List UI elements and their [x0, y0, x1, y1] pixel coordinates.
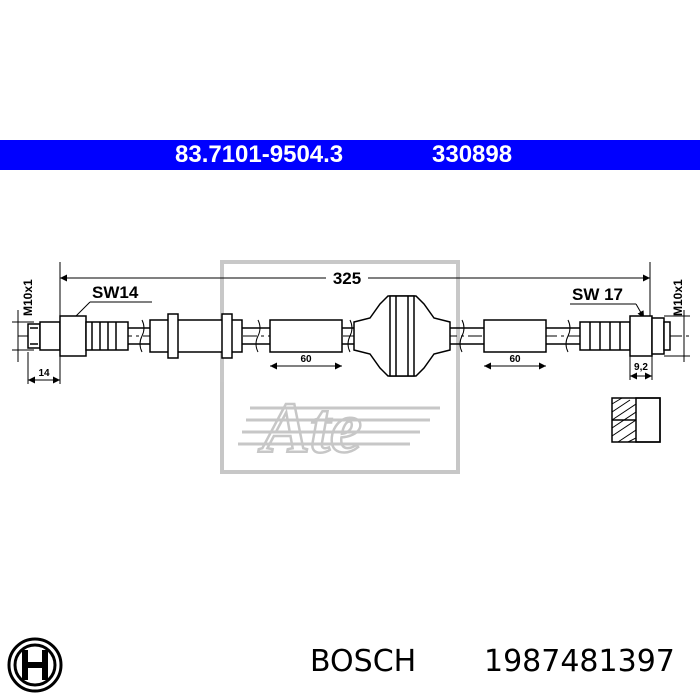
right-segment-label: 60 — [509, 354, 521, 365]
left-thread-label: M10x1 — [21, 279, 35, 316]
ref-number: 330898 — [432, 141, 513, 168]
right-thread-label: M10x1 — [671, 279, 685, 316]
part-number: 83.7101-9504.3 — [175, 141, 344, 168]
bosch-logo-icon — [7, 637, 63, 693]
left-segment-label: 60 — [300, 354, 312, 365]
left-end-dim: 14 — [27, 352, 61, 384]
footer-code: 1987481397 — [484, 644, 675, 679]
footer-brand: BOSCH — [310, 644, 417, 679]
right-end-length-label: 9,2 — [634, 362, 648, 373]
left-wrench-callout: SW14 — [65, 283, 152, 327]
right-thread-dim: M10x1 — [664, 279, 690, 362]
right-end-dim: 9,2 — [629, 356, 653, 380]
left-fitting — [27, 315, 129, 357]
ate-watermark-text: Ate — [258, 388, 362, 468]
right-fitting — [579, 315, 671, 357]
right-wrench-label: SW 17 — [572, 285, 623, 304]
left-wrench-label: SW14 — [92, 283, 139, 302]
left-segment-dim: 60 — [270, 354, 342, 370]
left-end-length-label: 14 — [38, 368, 50, 379]
fitting-section-detail — [611, 397, 661, 443]
overall-length-label: 325 — [333, 269, 361, 288]
title-band: 83.7101-9504.3 330898 — [0, 140, 700, 170]
left-thread-dim: M10x1 — [12, 279, 35, 362]
right-segment-dim: 60 — [484, 354, 546, 370]
right-wrench-callout: SW 17 — [570, 285, 645, 319]
ate-watermark: Ate — [220, 260, 460, 474]
dimension-overall: 325 — [59, 262, 651, 320]
break-marks — [139, 319, 571, 353]
hose-body — [128, 295, 580, 377]
